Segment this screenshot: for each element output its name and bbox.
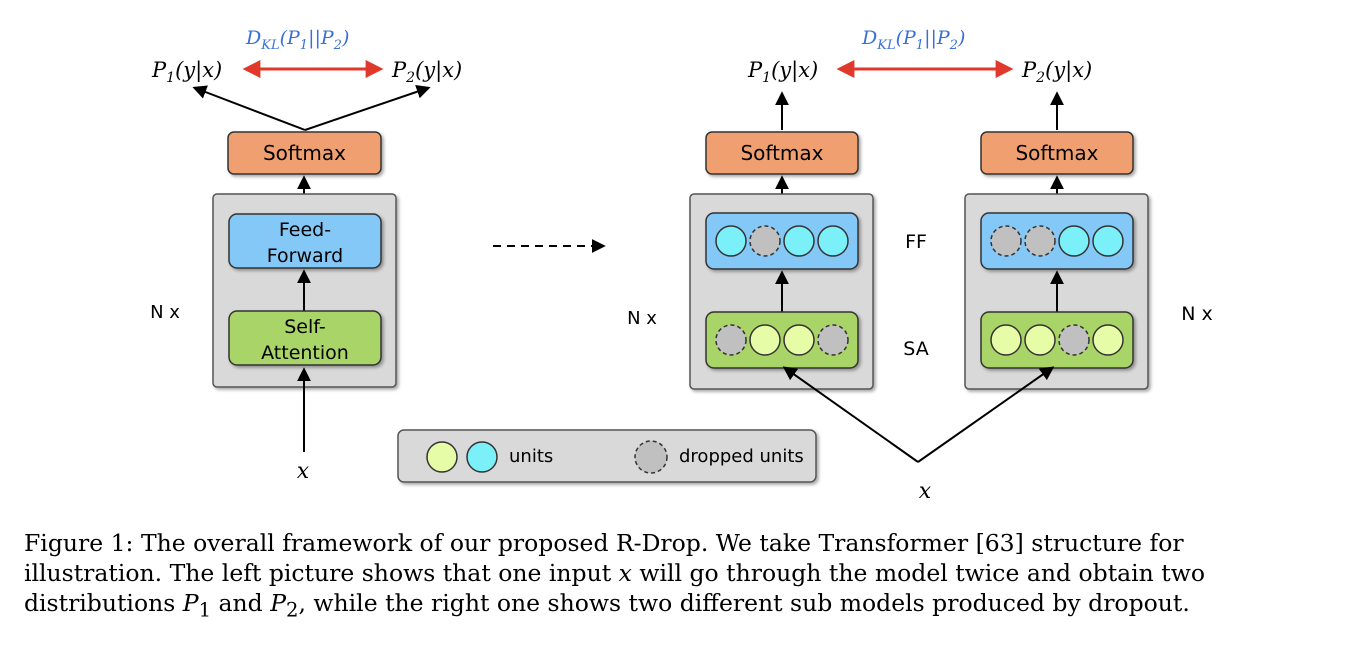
left-sa-box (228, 310, 382, 366)
legend-dropped-label: dropped units (679, 446, 804, 467)
model-a-softmax-box (705, 131, 859, 175)
model-b-ff-unit-3 (1058, 225, 1090, 257)
model-b-sa-unit-4 (1092, 324, 1124, 356)
left-ff-label-1: Feed- (279, 219, 331, 241)
left-model: DKL(P1||P2) P1(y|x) P2(y|x) Softmax Feed… (150, 27, 462, 484)
left-p2-label: P2(y|x) (391, 58, 462, 86)
sa-label: SA (903, 338, 928, 360)
left-p1-label: P1(y|x) (151, 58, 222, 86)
model-b-sa-unit-1 (990, 324, 1022, 356)
model-a-ff-units (715, 225, 849, 257)
legend: units dropped units (397, 429, 817, 483)
model-b-ff-box (980, 212, 1134, 270)
model-b-ff-units (990, 225, 1124, 257)
legend-dropped-unit (634, 440, 668, 474)
right-arrow-input-b (917, 366, 1055, 463)
model-b-ff-dropped-unit-1 (990, 225, 1022, 257)
model-a-sa-box (705, 311, 859, 369)
right-input-x: x (919, 479, 932, 504)
model-a-sa-unit-3 (783, 324, 815, 356)
left-sa-label-2: Attention (261, 342, 349, 364)
model-a-ff-unit-4 (817, 225, 849, 257)
caption-line-1: Figure 1: The overall framework of our p… (24, 529, 1184, 557)
left-ff-box (228, 213, 382, 269)
left-softmax-label: Softmax (263, 141, 346, 165)
model-b-ff-unit-4 (1092, 225, 1124, 257)
model-b-sa-unit-2 (1024, 324, 1056, 356)
model-a-ff-unit-1 (715, 225, 747, 257)
left-arrow-to-p1 (192, 85, 306, 131)
legend-units-label: units (509, 446, 553, 467)
model-b-softmax-label: Softmax (1015, 141, 1098, 165)
model-a-sa-units (715, 324, 849, 356)
right-kl-label: DKL(P1||P2) (861, 27, 965, 53)
left-repeat-label: N x (150, 302, 180, 323)
legend-cyan-unit (466, 441, 498, 473)
caption-line-2: illustration. The left picture shows tha… (24, 559, 1205, 587)
left-input-x: x (297, 459, 310, 484)
r-drop-diagram: DKL(P1||P2) P1(y|x) P2(y|x) Softmax Feed… (150, 27, 1213, 504)
model-b-ff-dropped-unit-2 (1024, 225, 1056, 257)
right-models: DKL(P1||P2) P1(y|x) P2(y|x) Softmax N x … (627, 27, 1213, 504)
model-b-sa-units (990, 324, 1124, 356)
caption-line-3: distributions P1 and P2, while the right… (24, 589, 1190, 622)
model-a-ff-box (705, 212, 859, 270)
left-softmax-box (227, 131, 382, 175)
model-b-softmax-box (980, 131, 1134, 175)
right-arrow-input-a (782, 366, 919, 463)
model-a-sa-unit-2 (749, 324, 781, 356)
figure-caption: Figure 1: The overall framework of our p… (24, 528, 1344, 626)
legend-green-unit (426, 441, 458, 473)
left-arrow-to-p2 (304, 84, 431, 131)
model-a-ff-dropped-unit-2 (749, 225, 781, 257)
model-b-repeat-label: N x (1181, 303, 1213, 325)
model-a-sa-dropped-unit-1 (715, 324, 747, 356)
model-a-sa-dropped-unit-4 (817, 324, 849, 356)
left-sa-label-1: Self- (284, 316, 326, 338)
model-b-sa-box (980, 311, 1134, 369)
right-p1-label: P1(y|x) (747, 58, 818, 86)
legend-box (397, 429, 817, 483)
model-a-repeat-label: N x (627, 308, 657, 329)
model-a-softmax-label: Softmax (740, 141, 823, 165)
left-kl-label: DKL(P1||P2) (245, 27, 349, 53)
right-p2-label: P2(y|x) (1021, 58, 1092, 86)
ff-label: FF (905, 231, 927, 253)
model-b-sa-dropped-unit-3 (1058, 324, 1090, 356)
left-ff-label-2: Forward (267, 245, 343, 267)
model-a-ff-unit-3 (783, 225, 815, 257)
